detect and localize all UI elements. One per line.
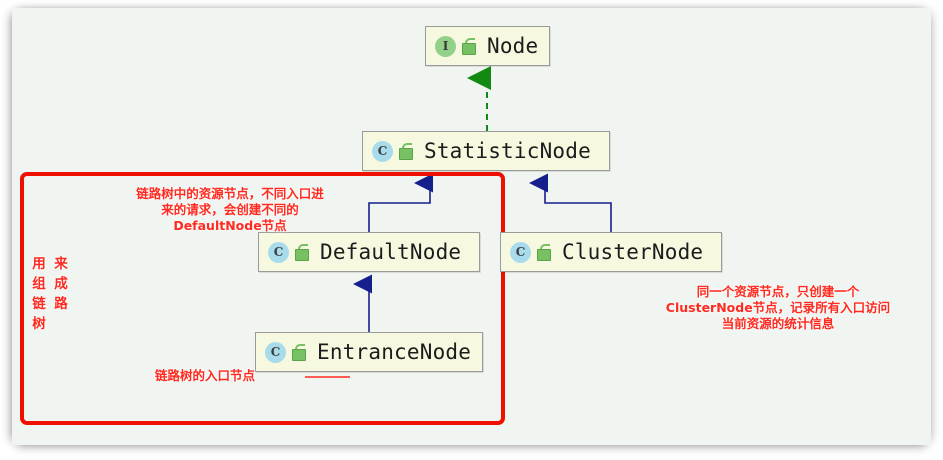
class-badge-icon: C [372, 140, 393, 162]
unlocked-lock-icon [461, 37, 476, 55]
class-name-defaultnode: DefaultNode [320, 240, 462, 264]
class-box-node[interactable]: I Node [425, 26, 550, 66]
class-name-entrancenode: EntranceNode [317, 340, 472, 364]
annotation-entrance-node: 链路树的入口节点 [155, 368, 256, 383]
class-badge-icon: C [510, 241, 531, 263]
highlight-label-char: 来 [54, 256, 68, 272]
class-name-node: Node [487, 34, 539, 58]
annotation-highlight-label: 用 来 组 成 链 路 树 [28, 254, 72, 334]
class-box-statisticnode[interactable]: C StatisticNode [362, 131, 610, 171]
class-badge-icon: C [268, 241, 289, 263]
class-name-statisticnode: StatisticNode [424, 139, 591, 163]
unlocked-lock-icon [398, 142, 413, 160]
annotation-cluster-node: 同一个资源节点，只创建一个 ClusterNode节点，记录所有入口访问 当前资… [665, 284, 891, 331]
unlocked-lock-icon [536, 243, 551, 261]
highlight-label-char: 成 [54, 276, 68, 292]
highlight-label-char: 链 [32, 296, 46, 312]
class-box-clusternode[interactable]: C ClusterNode [500, 232, 722, 272]
class-name-clusternode: ClusterNode [562, 240, 704, 264]
highlight-label-char: 路 [54, 296, 68, 312]
highlight-label-char: 用 [32, 256, 46, 272]
annotation-default-node: 链路树中的资源节点，不同入口进 来的请求，会创建不同的 DefaultNode节… [136, 186, 324, 233]
unlocked-lock-icon [291, 343, 306, 361]
class-badge-icon: C [265, 341, 286, 363]
interface-badge-icon: I [435, 35, 456, 57]
highlight-label-char: 组 [32, 276, 46, 292]
highlight-label-char: 树 [32, 316, 46, 332]
class-box-defaultnode[interactable]: C DefaultNode [258, 232, 480, 272]
highlight-rectangle [20, 172, 505, 425]
unlocked-lock-icon [294, 243, 309, 261]
class-box-entrancenode[interactable]: C EntranceNode [255, 332, 483, 372]
